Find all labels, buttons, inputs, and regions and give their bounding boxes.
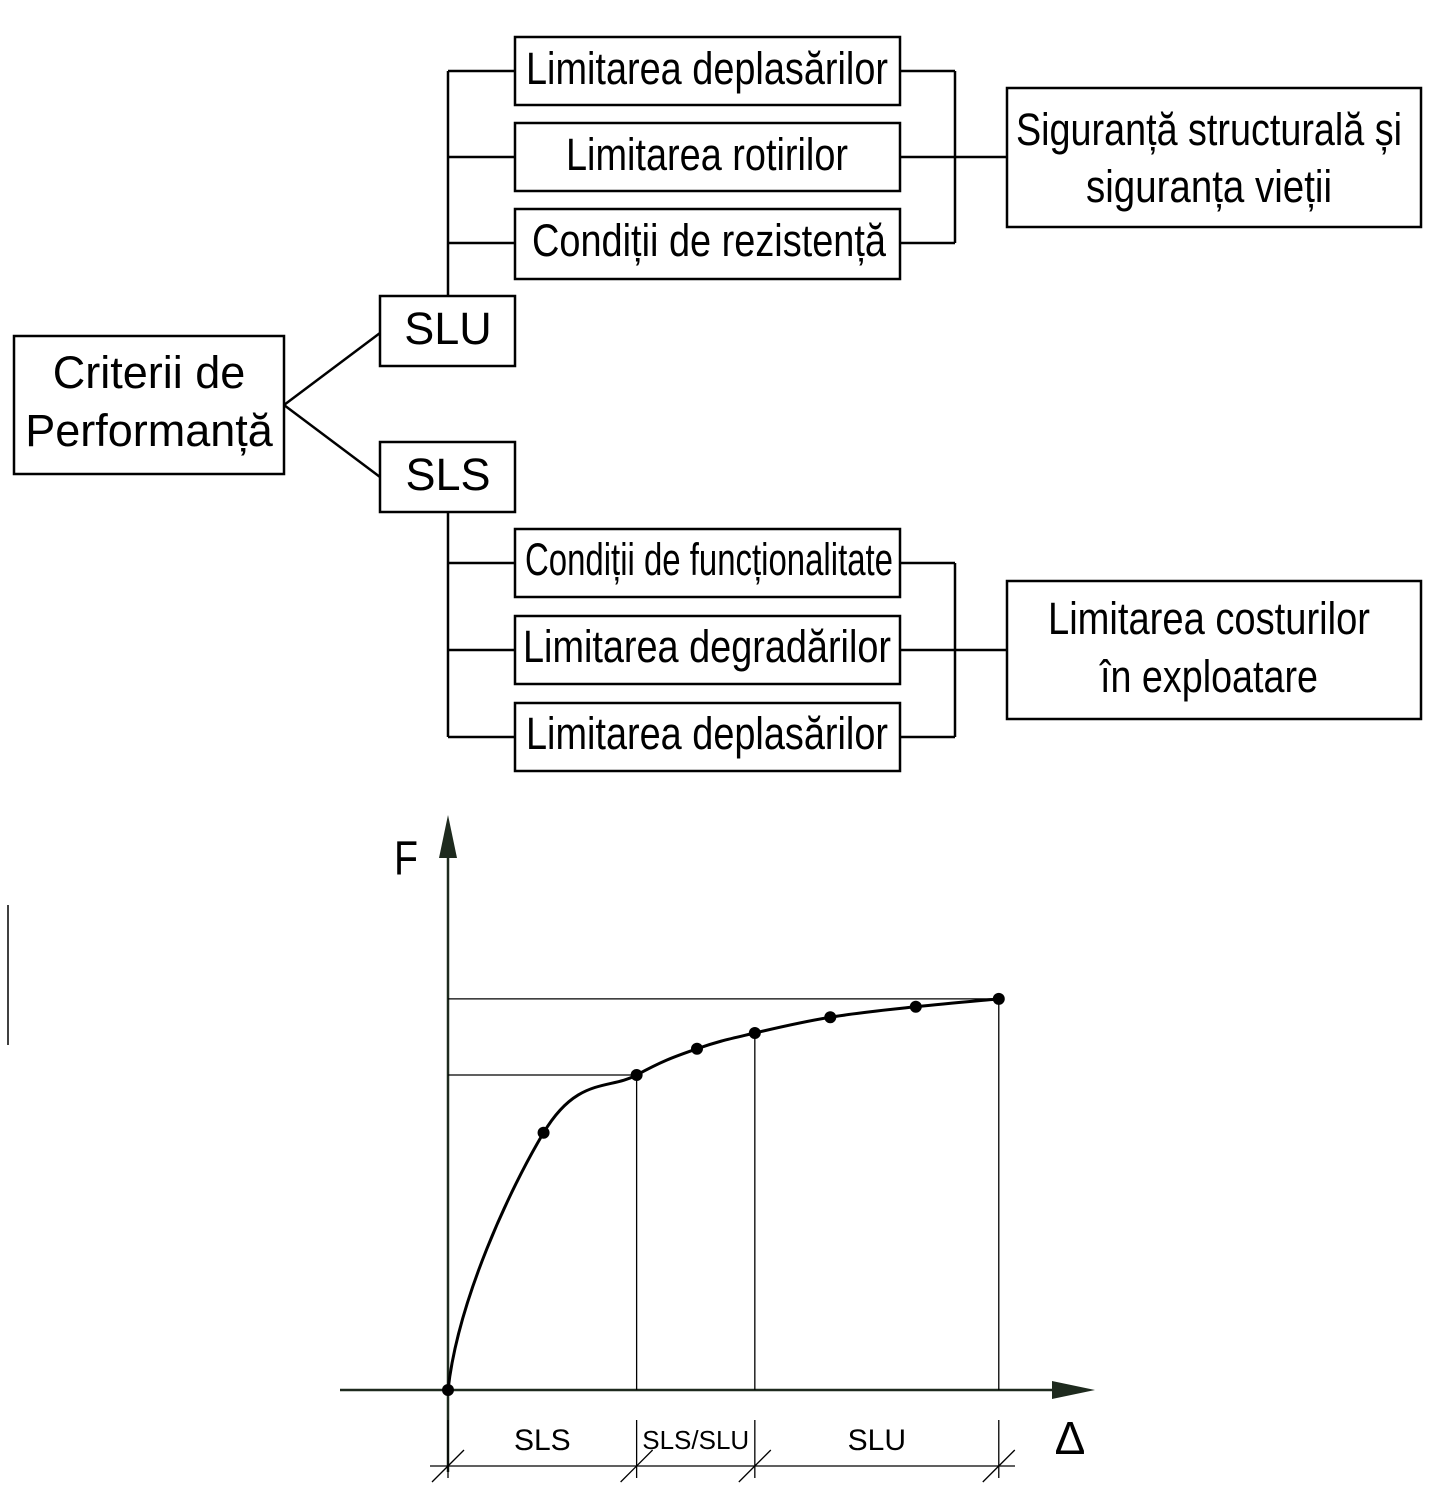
sls-result-line2: în exploatare: [1099, 651, 1318, 702]
slu-item-label: Condiții de rezistență: [532, 215, 887, 266]
zone-label: SLU: [848, 1424, 906, 1457]
slu-result-box: [1005, 86, 1423, 229]
y-axis-label: F: [394, 833, 418, 886]
data-point: [992, 992, 1005, 1005]
root-label-line2: Performanță: [25, 405, 274, 456]
data-point: [909, 1000, 922, 1013]
force-displacement-chart: F Δ SLS SLS/SLU SLU: [340, 815, 1095, 1483]
slu-result-line1: Siguranță structurală și: [1016, 104, 1402, 155]
sls-result-box: [1005, 579, 1423, 721]
zone-slash-tick: [738, 1449, 772, 1483]
root-label-line1: Criterii de: [53, 347, 246, 398]
connector-root-slu: [283, 332, 381, 406]
sls-item-label: Condiții de funcționalitate: [525, 534, 893, 585]
zone-slash-tick: [431, 1449, 465, 1483]
sls-item-box: [513, 701, 902, 773]
sls-result-line1: Limitarea costurilor: [1048, 593, 1370, 644]
y-axis-arrow: [439, 815, 457, 858]
sls-label: SLS: [405, 449, 490, 500]
zone-slash-tick: [982, 1449, 1016, 1483]
zone-label: SLS/SLU: [642, 1425, 749, 1455]
data-point: [442, 1384, 454, 1396]
zone-slash-tick: [620, 1449, 654, 1483]
data-point: [537, 1126, 550, 1139]
sls-item-label: Limitarea degradărilor: [523, 621, 891, 672]
x-axis-arrow: [1052, 1381, 1095, 1399]
data-point: [690, 1042, 703, 1055]
connector-root-sls: [283, 404, 381, 478]
data-point: [748, 1027, 761, 1039]
slu-item-label: Limitarea deplasărilor: [526, 43, 888, 94]
data-point: [630, 1069, 643, 1081]
slu-item-box: [513, 207, 902, 281]
root-box: [12, 334, 286, 476]
zone-label: SLS: [514, 1424, 571, 1457]
slu-result-line2: siguranța vieții: [1086, 161, 1332, 212]
slu-item-box: [513, 35, 902, 107]
sls-item-label: Limitarea deplasărilor: [526, 708, 888, 759]
x-axis-label: Δ: [1055, 1412, 1086, 1464]
slu-box: [378, 294, 517, 368]
data-point: [824, 1011, 837, 1024]
capacity-curve: [446, 997, 999, 1391]
slu-item-label: Limitarea rotirilor: [566, 129, 848, 180]
sls-item-box: [513, 614, 902, 686]
slu-label: SLU: [404, 303, 492, 354]
